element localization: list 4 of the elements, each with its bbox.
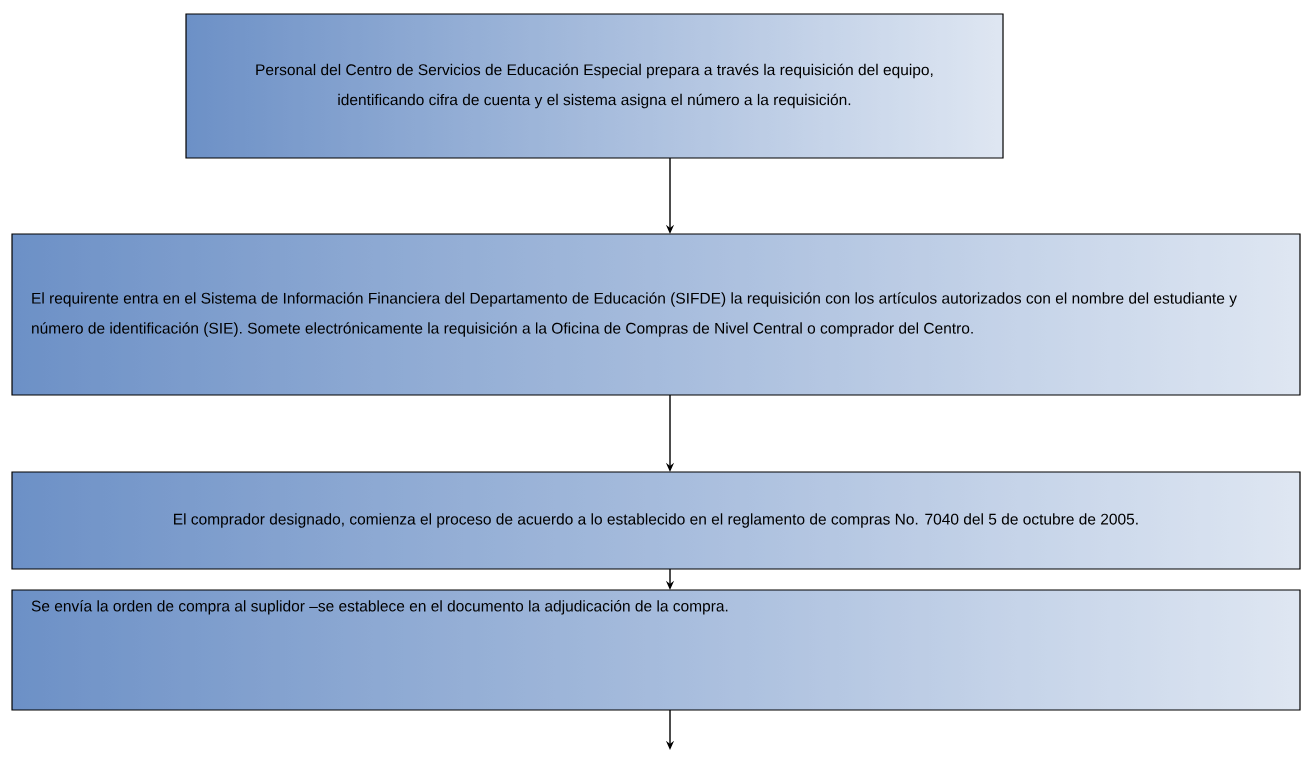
process-box: El comprador designado, comienza el proceso de acuerdo a lo establecido en el reglamento de compras No. 7040 del 5 de octubre de 2005. [11,471,1301,570]
process-box: El requirente entra en el Sistema de Información Financiera del Departamento de Educación (SIFDE) la requisición con los artículos autorizados con el nombre del estudiante y número de identificación (SIE). Somete electrónicamente la requisición a la Oficina de Compras de Nivel Central o comprador del Centro. [11,233,1301,396]
process-box: Se envía la orden de compra al suplidor –se establece en el documento la adjudicación de la compra. [11,589,1301,711]
process-box: Personal del Centro de Servicios de Educación Especial prepara a través la requisición del equipo, identificando cifra de cuenta y el sistema asigna el número a la requisición. [185,13,1004,159]
